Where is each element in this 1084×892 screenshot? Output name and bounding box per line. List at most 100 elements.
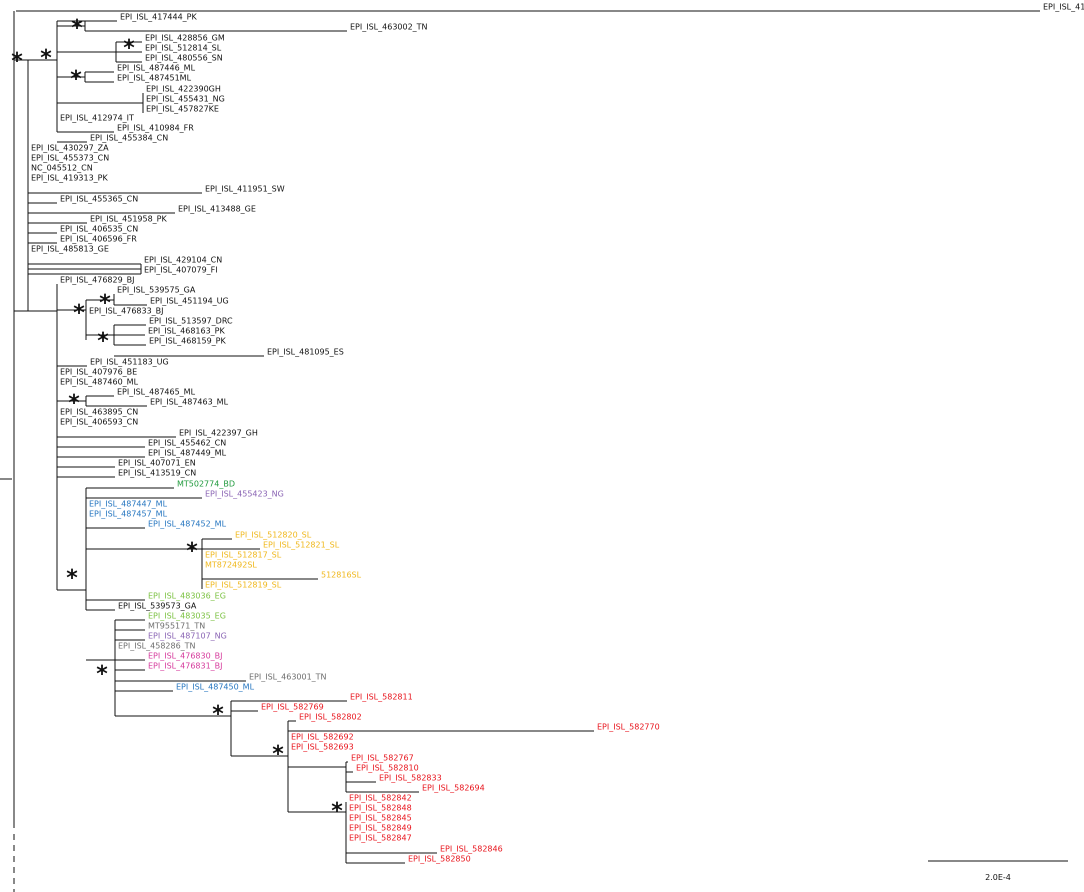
leaf-label: EPI_ISL_451958_PK	[90, 215, 167, 224]
leaf-label: EPI_ISL_422397_GH	[179, 429, 258, 438]
leaf-label: EPI_ISL_468163_PK	[148, 327, 225, 336]
leaf-label: EPI_ISL_428856_GM	[145, 34, 225, 43]
leaf-label: EPI_ISL_483036_EG	[148, 592, 226, 601]
support-star: *	[212, 702, 224, 727]
leaf-label: EPI_ISL_487452_ML	[148, 520, 227, 529]
leaf-label: EPI_ISL_455431_NG	[146, 95, 225, 104]
leaf-label: EPI_ISL_476831_BJ	[148, 662, 223, 671]
support-star: *	[11, 49, 23, 74]
leaf-label: EPI_ISL_512814_SL	[145, 44, 222, 53]
leaf-label: EPI_ISL_417444_PK	[120, 13, 197, 22]
leaf-label: EPI_ISL_407079_FI	[144, 266, 218, 275]
leaf-label: EPI_ISL_455373_CN	[31, 154, 109, 163]
leaf-label: EPI_ISL_582767	[351, 754, 414, 763]
leaf-label: EPI_ISL_487463_ML	[150, 398, 229, 407]
support-star: *	[272, 742, 284, 767]
leaf-label: EPI_ISL_487457_ML	[89, 510, 168, 519]
leaf-label: EPI_ISL_455384_CN	[90, 134, 168, 143]
leaf-label: EPI_ISL_412974_IT	[60, 114, 134, 123]
leaf-label: EPI_ISL_407071_EN	[118, 459, 196, 468]
leaf-label: EPI_ISL_457827KE	[146, 105, 219, 114]
leaf-label: EPI_ISL_481095_ES	[267, 348, 344, 357]
support-star: *	[66, 566, 78, 591]
leaf-label: EPI_ISL_413696_CN	[1043, 3, 1084, 12]
support-star: *	[97, 329, 109, 354]
leaf-label: EPI_ISL_407976_BE	[60, 368, 137, 377]
leaf-label: EPI_ISL_485813_GE	[31, 245, 109, 254]
leaf-label: EPI_ISL_429104_CN	[144, 256, 222, 265]
leaf-label: EPI_ISL_513597_DRC	[149, 317, 233, 326]
leaf-label: EPI_ISL_582847	[349, 834, 412, 843]
tree-branches	[0, 10, 1040, 892]
leaf-label: EPI_ISL_582845	[349, 814, 412, 823]
leaf-label: EPI_ISL_582694	[422, 784, 485, 793]
leaf-label: EPI_ISL_476833_BJ	[89, 307, 164, 316]
scale-bar-label: 2.0E-4	[985, 873, 1011, 882]
leaf-label: EPI_ISL_582848	[349, 804, 412, 813]
leaf-label: EPI_ISL_582693	[291, 743, 354, 752]
leaf-label: EPI_ISL_468159_PK	[149, 337, 226, 346]
leaf-label: EPI_ISL_476830_BJ	[148, 652, 223, 661]
leaf-label: MT955171_TN	[148, 622, 205, 631]
leaf-label: EPI_ISL_413519_CN	[118, 469, 196, 478]
leaf-label: EPI_ISL_487447_ML	[89, 500, 168, 509]
leaf-label: EPI_ISL_582849	[349, 824, 412, 833]
leaf-label: EPI_ISL_413488_GE	[178, 205, 256, 214]
leaf-label: EPI_ISL_582810	[356, 764, 419, 773]
leaf-label: EPI_ISL_406596_FR	[60, 235, 137, 244]
leaf-label: EPI_ISL_476829_BJ	[60, 276, 135, 285]
leaf-label: EPI_ISL_582692	[291, 733, 354, 742]
tree-leaf-labels: EPI_ISL_413696_CN EPI_ISL_417444_PK EPI_IS…	[31, 3, 1084, 864]
leaf-label: EPI_ISL_480556_SN	[145, 54, 223, 63]
leaf-label: EPI_ISL_512819_SL	[205, 581, 282, 590]
leaf-label: EPI_ISL_539573_GA	[118, 602, 197, 611]
leaf-label: EPI_ISL_487465_ML	[117, 388, 196, 397]
leaf-label: 512816SL	[321, 571, 362, 580]
leaf-label: EPI_ISL_455365_CN	[60, 195, 138, 204]
support-star: *	[40, 46, 52, 71]
leaf-label: EPI_ISL_512820_SL	[235, 531, 312, 540]
support-star: *	[123, 36, 135, 61]
leaf-label: MT872492SL	[205, 561, 257, 570]
leaf-label: EPI_ISL_582850	[408, 855, 471, 864]
support-star: *	[331, 799, 343, 824]
leaf-label: EPI_ISL_451194_UG	[150, 297, 229, 306]
leaf-label: EPI_ISL_419313_PK	[31, 174, 108, 183]
leaf-label: EPI_ISL_487449_ML	[148, 449, 227, 458]
leaf-label: EPI_ISL_406535_CN	[60, 225, 138, 234]
support-star: *	[71, 16, 83, 41]
support-star: *	[70, 67, 82, 92]
leaf-label: EPI_ISL_451183_UG	[90, 358, 169, 367]
leaf-label: EPI_ISL_422390GH	[146, 85, 221, 94]
leaf-label: EPI_ISL_455462_CN	[148, 439, 226, 448]
leaf-label: EPI_ISL_512817_SL	[205, 551, 282, 560]
leaf-label: EPI_ISL_455423_NG	[205, 490, 284, 499]
leaf-label: EPI_ISL_582846	[440, 845, 503, 854]
leaf-label: EPI_ISL_539575_GA	[117, 286, 196, 295]
support-star: *	[99, 291, 111, 316]
leaf-label: EPI_ISL_463001_TN	[249, 673, 327, 682]
leaf-label: EPI_ISL_582833	[379, 774, 442, 783]
leaf-label: EPI_ISL_487450_ML	[176, 683, 255, 692]
support-star: *	[73, 301, 85, 326]
support-star: *	[68, 391, 80, 416]
leaf-label: EPI_ISL_582769	[261, 703, 324, 712]
leaf-label: EPI_ISL_582842	[349, 794, 412, 803]
leaf-label: EPI_ISL_430297_ZA	[31, 144, 109, 153]
leaf-label: EPI_ISL_410984_FR	[117, 124, 194, 133]
leaf-label: EPI_ISL_487460_ML	[60, 378, 139, 387]
leaf-label: MT502774_BD	[177, 480, 235, 489]
support-markers: * * * * * * * * * * * * * * *	[11, 16, 343, 824]
leaf-label: NC_045512_CN	[31, 164, 93, 173]
leaf-label: EPI_ISL_406593_CN	[60, 418, 138, 427]
leaf-label: EPI_ISL_582802	[299, 713, 362, 722]
leaf-label: EPI_ISL_487107_NG	[148, 632, 227, 641]
leaf-label: EPI_ISL_411951_SW	[205, 185, 285, 194]
scale-bar: 2.0E-4	[928, 860, 1068, 882]
leaf-label: EPI_ISL_483035_EG	[148, 612, 226, 621]
support-star: *	[96, 662, 108, 687]
leaf-label: EPI_ISL_487446_ML	[117, 64, 196, 73]
support-star: *	[186, 539, 198, 564]
